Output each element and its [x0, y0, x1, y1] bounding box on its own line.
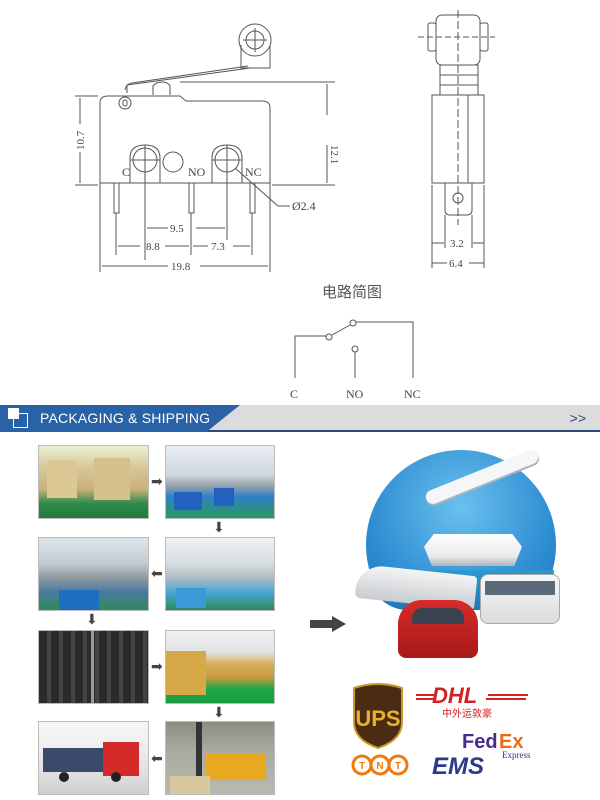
- svg-text:Ex: Ex: [499, 731, 523, 753]
- svg-text:中外运敦豪: 中外运敦豪: [442, 707, 492, 720]
- arrow-down-icon: ⬇: [213, 520, 225, 536]
- banner-title-block: [0, 405, 240, 432]
- technical-drawing: C NO NC Ø2.4 9.5 8.8 7.3 19.8 10.7 12.1 …: [75, 10, 495, 400]
- car-icon: [398, 600, 478, 658]
- tnt-logo: T N T: [351, 754, 409, 776]
- bus-icon: [480, 574, 560, 624]
- svg-text:N: N: [376, 761, 383, 772]
- svg-text:UPS: UPS: [355, 706, 400, 731]
- dhl-logo: DHL 中外运敦豪: [416, 683, 528, 720]
- svg-text:Express: Express: [502, 750, 531, 760]
- dim-8-8: 8.8: [146, 241, 160, 253]
- squares-icon: [8, 408, 30, 428]
- photo-forklift: [165, 721, 275, 795]
- dim-7-3: 7.3: [211, 241, 225, 253]
- arrow-right-icon: ➡: [151, 659, 163, 675]
- svg-text:EMS: EMS: [432, 753, 484, 780]
- pin-label-c: C: [122, 165, 130, 179]
- dim-10-7: 10.7: [75, 130, 87, 150]
- dim-12-1: 12.1: [328, 145, 340, 164]
- section-banner: PACKAGING & SHIPPING >>: [0, 405, 600, 432]
- photo-assembly-line-workshop: [38, 537, 149, 611]
- arrow-down-icon: ⬇: [86, 612, 98, 628]
- photo-injection-molding: [165, 445, 275, 519]
- photo-product-tray-packaging: [38, 630, 149, 704]
- pin-label-no: NO: [188, 165, 206, 179]
- svg-text:T: T: [359, 761, 365, 772]
- dim-9-5: 9.5: [170, 223, 184, 235]
- dim-3-2: 3.2: [450, 238, 464, 250]
- svg-text:T: T: [395, 761, 401, 772]
- circuit-label-c: C: [290, 387, 298, 400]
- banner-title: PACKAGING & SHIPPING: [40, 410, 211, 426]
- big-arrow-right-icon: [310, 616, 346, 632]
- arrow-left-icon: ⬅: [151, 566, 163, 582]
- arrow-down-icon: ⬇: [213, 705, 225, 721]
- more-link[interactable]: >>: [569, 410, 586, 426]
- dim-19-8: 19.8: [171, 261, 191, 273]
- photo-truck-loading: [38, 721, 149, 795]
- photo-raw-material-warehouse: [38, 445, 149, 519]
- ems-logo: EMS: [432, 753, 484, 780]
- arrow-left-icon: ⬅: [151, 751, 163, 767]
- circuit-label-no: NO: [346, 387, 364, 400]
- photo-carton-warehouse: [165, 630, 275, 704]
- circuit-label-nc: NC: [404, 387, 421, 400]
- dim-6-4: 6.4: [449, 258, 463, 270]
- roller-wheel: [238, 23, 272, 57]
- arrow-right-icon: ➡: [151, 474, 163, 490]
- transport-illustration: [354, 448, 562, 665]
- pin-label-nc: NC: [245, 165, 262, 179]
- cruise-ship-icon: [424, 534, 522, 566]
- fedex-logo: Fed Ex Express: [462, 731, 531, 760]
- circuit-title: 电路简图: [322, 283, 382, 301]
- ups-logo: UPS: [353, 683, 403, 750]
- svg-text:Fed: Fed: [462, 731, 498, 753]
- switch-body: [99, 95, 271, 184]
- svg-text:DHL: DHL: [432, 683, 477, 708]
- dim-hole-diameter: Ø2.4: [292, 199, 316, 213]
- photo-production-line: [165, 537, 275, 611]
- carrier-logos: UPS DHL 中外运敦豪 Fed Ex Express T N T EMS: [351, 683, 531, 780]
